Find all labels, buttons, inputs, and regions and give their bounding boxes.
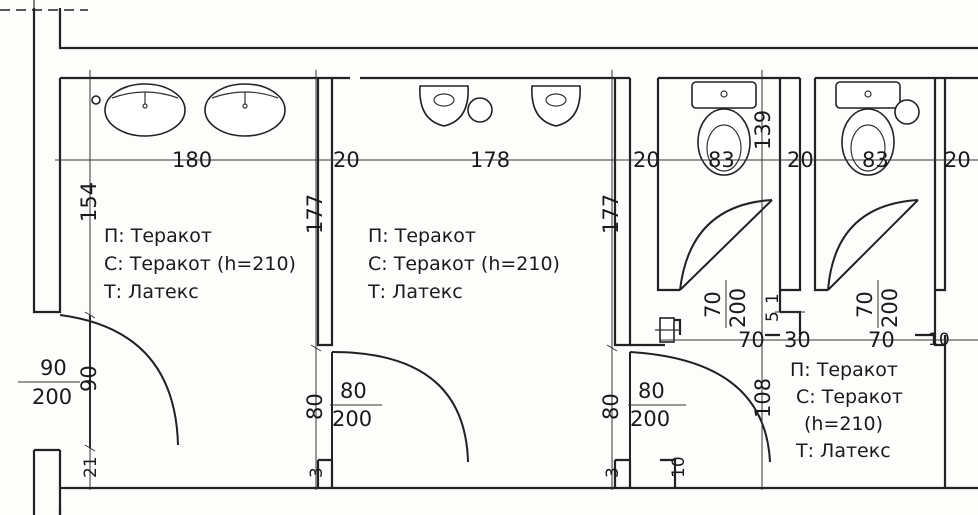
dim-wall-b: 20	[633, 148, 660, 172]
soap-dispenser-icon	[91, 95, 101, 105]
sink-2	[204, 83, 286, 137]
sink-1	[104, 83, 186, 137]
dim-gap-10: 10	[928, 330, 950, 350]
dim-room2-width: 178	[470, 148, 510, 172]
dim-room2-right-v: 177	[599, 194, 623, 234]
dim-stall2-width: 83	[862, 148, 889, 172]
dim-wall-a: 20	[333, 148, 360, 172]
door2-height: 200	[332, 407, 372, 431]
door1-width: 90	[40, 356, 67, 380]
door-3-swing	[629, 351, 771, 463]
door2-width: 80	[340, 379, 367, 403]
dim-wall-c: 20	[787, 148, 814, 172]
stall-wall-1	[656, 78, 802, 312]
dim-stall-height: 139	[751, 110, 775, 150]
stall-1-door-swing	[679, 199, 773, 291]
room2-floor-note: П: Теракот	[368, 225, 476, 247]
dim-door3-v: 80	[599, 393, 623, 420]
outer-wall-left	[32, 40, 62, 515]
room3-floor-note: П: Теракот	[790, 359, 898, 381]
dim-wall-d: 20	[944, 148, 971, 172]
room1-ceiling-note: Т: Латекс	[103, 281, 199, 303]
dim-small-3a: 3	[307, 467, 327, 478]
stall-wall-2	[813, 78, 947, 488]
stall2-door-size-h: 200	[878, 288, 902, 328]
dim-room1-height: 154	[77, 182, 101, 222]
dim-stall1-width: 83	[708, 148, 735, 172]
dim-room1-door-v: 90	[77, 365, 101, 392]
room3-ceiling-note: Т: Латекс	[795, 440, 891, 462]
room1-wall-note: С: Теракот (h=210)	[104, 253, 296, 275]
dim-room1-width: 180	[172, 148, 212, 172]
toilet-2	[835, 81, 920, 176]
stall1-door-size-w: 70	[701, 291, 725, 318]
room2-wall-note: С: Теракот (h=210)	[368, 253, 560, 275]
outer-wall-top	[32, 8, 978, 50]
stall2-door-size-w: 70	[853, 291, 877, 318]
dim-small-1: 1	[763, 293, 783, 304]
urinal-1	[419, 85, 493, 127]
dim-small-3b: 3	[603, 467, 623, 478]
door3-height: 200	[630, 407, 670, 431]
dim-door2-v: 80	[303, 393, 327, 420]
room1-floor-note: П: Теракот	[104, 225, 212, 247]
dim-stall-door-swing: 108	[751, 378, 775, 418]
dim-small-10: 10	[669, 456, 689, 478]
outer-wall-bottom	[58, 486, 978, 515]
door3-width: 80	[638, 379, 665, 403]
partition-2	[613, 78, 632, 488]
urinal-2	[531, 85, 581, 127]
room3-wall-height-note: (h=210)	[804, 413, 883, 435]
door1-height: 200	[32, 385, 72, 409]
room3-wall-note: С: Теракот	[796, 386, 903, 408]
dim-room2-left-v: 177	[303, 194, 327, 234]
stall-2-door-swing	[827, 199, 919, 291]
dimension-lines	[18, 70, 978, 490]
dim-gap-30: 30	[784, 328, 811, 352]
dim-stall1-door-w: 70	[738, 328, 765, 352]
stall-hardware-icon	[655, 317, 680, 343]
room2-ceiling-note: Т: Латекс	[367, 281, 463, 303]
toilet-1	[691, 81, 757, 176]
dim-room1-bottom-v: 21	[81, 456, 101, 478]
stall1-door-size-h: 200	[726, 288, 750, 328]
dim-stall2-door-w: 70	[868, 328, 895, 352]
dim-small-5: 5	[763, 311, 783, 322]
partition-1	[316, 78, 334, 488]
door-2-swing	[331, 351, 469, 463]
